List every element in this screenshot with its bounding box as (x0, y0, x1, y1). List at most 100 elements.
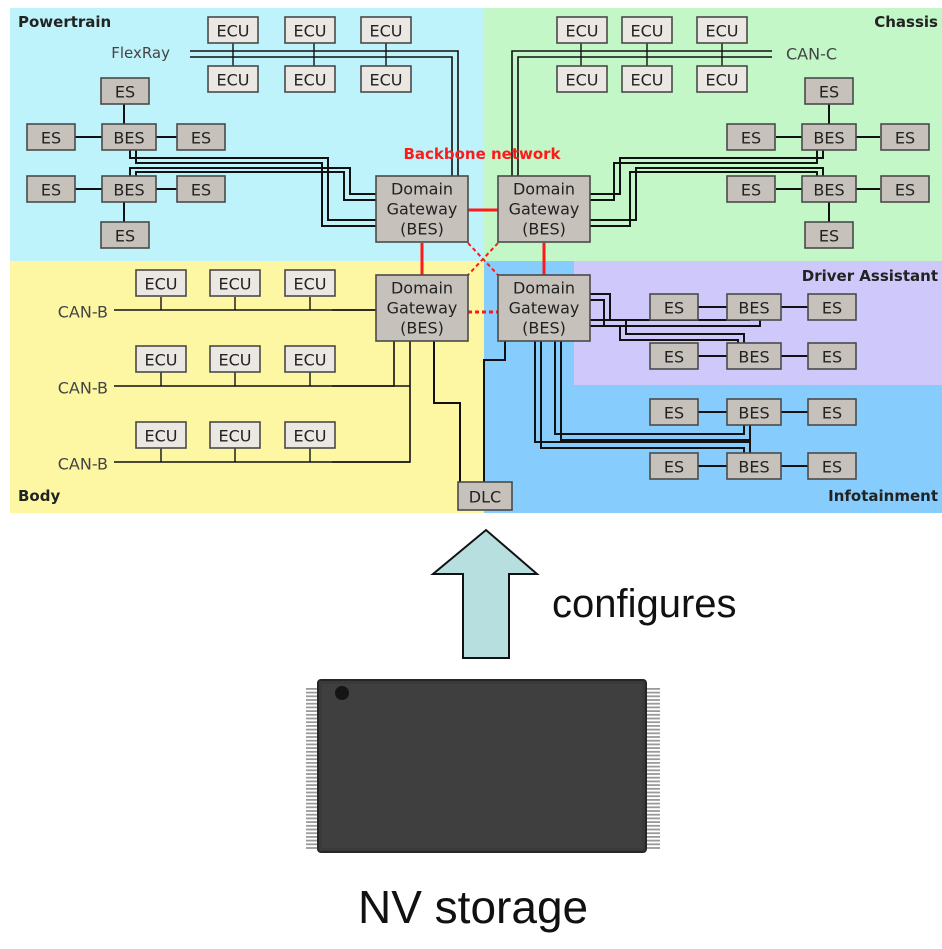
es-label: ES (741, 181, 761, 200)
backbone-link (590, 319, 745, 343)
ecu-box (284, 269, 336, 297)
es-label: ES (819, 83, 839, 102)
ecu-label: ECU (219, 275, 252, 294)
chip-pin (306, 773, 322, 775)
chip-pin (644, 802, 660, 805)
flexray-bus-line (190, 56, 453, 176)
chip-pin (306, 688, 322, 690)
es-box (726, 175, 776, 203)
chip-pin (644, 695, 660, 698)
chip-pin (644, 795, 660, 798)
chip-pin (306, 754, 322, 757)
chip-pin (644, 817, 660, 820)
chip-pin (644, 813, 660, 816)
bes-box (101, 175, 157, 203)
chip-pin (644, 791, 660, 794)
bes-label: BES (813, 129, 844, 148)
es-box (804, 221, 854, 249)
chip-pin (644, 758, 660, 761)
dlc-label: DLC (469, 488, 501, 507)
chip-pin (306, 702, 322, 705)
chip-pin (644, 732, 660, 735)
bes-label: BES (113, 129, 144, 148)
gateway-infotainment-label: (BES) (522, 319, 566, 338)
bes-label: BES (113, 181, 144, 200)
es-box (649, 342, 699, 370)
bes-box (726, 452, 782, 480)
ecu-box (207, 65, 259, 93)
es-box (880, 175, 930, 203)
ecu-box (696, 16, 748, 44)
bes-label: BES (738, 458, 769, 477)
chip-pin (306, 762, 322, 764)
chip-pin (644, 710, 660, 712)
chip-pin (306, 721, 322, 724)
es-label: ES (41, 129, 61, 148)
chip-pin (644, 754, 660, 757)
ecu-label: ECU (370, 71, 403, 90)
chip-pin (644, 691, 660, 694)
chip-pin (306, 699, 322, 701)
gateway-infotainment-label: Domain (513, 279, 575, 298)
es-box (649, 398, 699, 426)
es-label: ES (115, 83, 135, 102)
backbone-link (560, 339, 751, 441)
chip-pin (644, 762, 660, 764)
configures-label: configures (552, 582, 737, 626)
ecu-box (556, 65, 608, 93)
ecu-label: ECU (145, 427, 178, 446)
bes-box (726, 398, 782, 426)
backbone-network-label: Backbone network (403, 145, 561, 163)
chip-pin (644, 787, 660, 790)
chip-pin (644, 750, 660, 753)
ecu-label: ECU (370, 22, 403, 41)
dlc-box (457, 481, 513, 511)
chip-pin (306, 784, 322, 786)
ecu-label: ECU (294, 22, 327, 41)
chip-pin (644, 725, 660, 727)
backbone-link (135, 150, 376, 227)
ecu-label: ECU (631, 22, 664, 41)
gateway-chassis-label: (BES) (522, 220, 566, 239)
chip-pin (306, 780, 322, 783)
gateway-chassis-label: Domain (513, 180, 575, 199)
ecu-box (135, 421, 187, 449)
backbone-red-link (467, 242, 499, 276)
bes-box (801, 175, 857, 203)
chip-pin (306, 836, 322, 838)
region-title-body: Body (18, 487, 60, 505)
chip-pin (644, 843, 660, 846)
chip-pin (306, 769, 322, 772)
es-box (807, 342, 857, 370)
dlc-link (433, 339, 461, 482)
es-label: ES (191, 129, 211, 148)
ecu-box (284, 345, 336, 373)
es-label: ES (664, 299, 684, 318)
bes-box (726, 342, 782, 370)
ecu-label: ECU (294, 351, 327, 370)
chip-pin (306, 817, 322, 820)
chip-pin (644, 743, 660, 746)
can-b-bus-line (332, 339, 395, 387)
ecu-box (621, 65, 673, 93)
chip-pin (306, 828, 322, 831)
chip-pin (644, 706, 660, 709)
ecu-label: ECU (706, 71, 739, 90)
gateway-body-label: (BES) (400, 319, 444, 338)
ecu-box (135, 269, 187, 297)
backbone-link (590, 150, 818, 201)
chip-pin (306, 736, 322, 738)
ecu-box (284, 421, 336, 449)
ecu-label: ECU (219, 427, 252, 446)
chip-pin (644, 780, 660, 783)
es-box (807, 452, 857, 480)
chip-pin (306, 765, 322, 768)
chip-pin (306, 725, 322, 727)
ecu-box (209, 421, 261, 449)
es-label: ES (822, 404, 842, 423)
chip-pin (644, 839, 660, 842)
bes-box (101, 123, 157, 151)
bus-label-can-b: CAN-B (58, 455, 108, 474)
es-box (649, 452, 699, 480)
chip-pin (306, 821, 322, 823)
